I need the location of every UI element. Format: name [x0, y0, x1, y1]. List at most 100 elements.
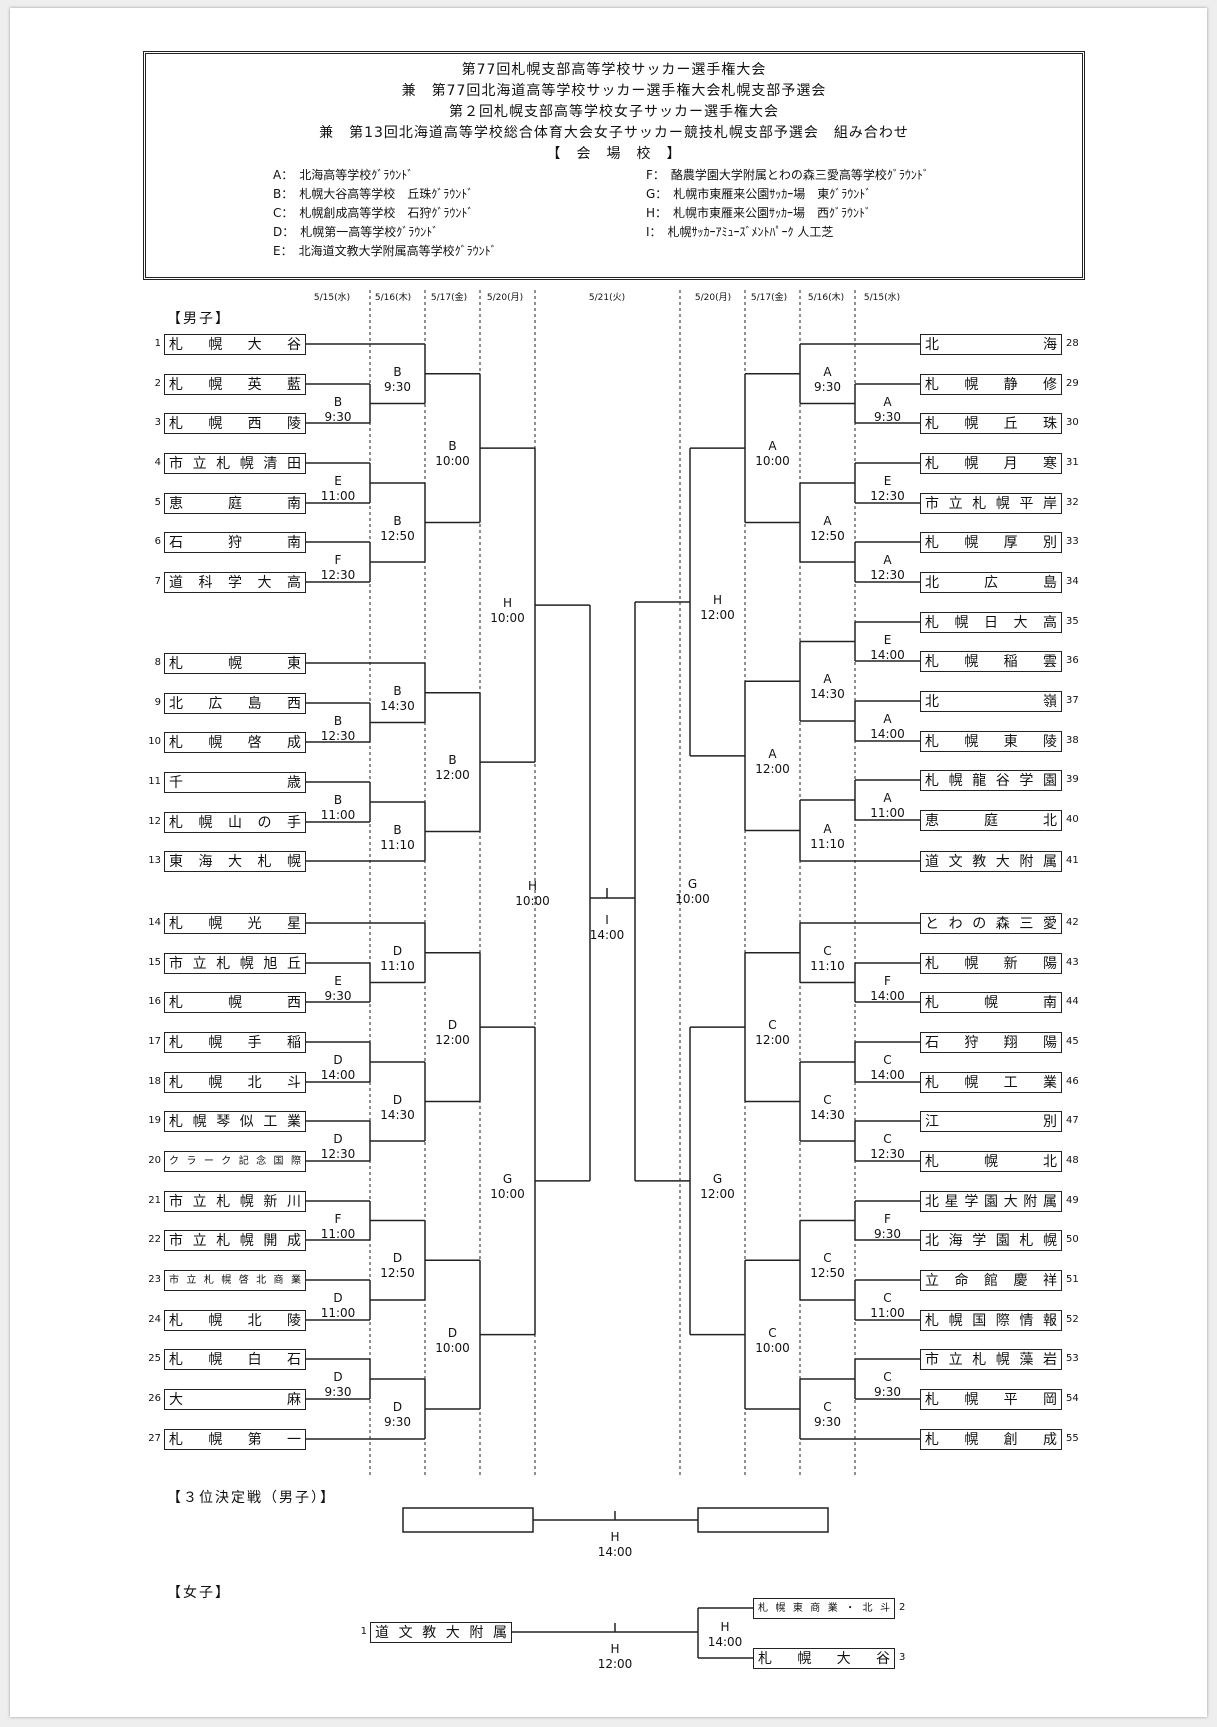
team-name-char: 藍 [286, 376, 301, 393]
team-name-char: 工 [1003, 1074, 1018, 1091]
team-name-char: 幌 [208, 415, 223, 432]
team-name-char: 幌 [208, 1351, 223, 1368]
match-time: 14:00 [597, 1545, 633, 1559]
team-name-char: 白 [247, 1351, 262, 1368]
team-box: 石狩南 [164, 532, 306, 553]
team-box: 札幌静修 [920, 374, 1062, 395]
third-place-slot-right [697, 1507, 829, 1533]
team-box: 札幌琴似工業 [164, 1111, 306, 1132]
team-name-char: 翔 [1003, 1034, 1018, 1051]
team-name-char: 業 [290, 1274, 301, 1286]
match-time: 12:00 [700, 608, 735, 622]
team-name-char: 谷 [286, 336, 301, 353]
team-box: 市立札幌旭丘 [164, 953, 306, 974]
team-name-char: 教 [422, 1624, 437, 1641]
venue-g: G： 札幌市東雁来公園ｻｯｶｰ場 東ｸﾞﾗｳﾝﾄﾞ [646, 187, 872, 201]
team-name-char: 際 [995, 1312, 1010, 1329]
team-name-char: 幌 [984, 1153, 998, 1170]
team-name-char: 狩 [964, 1034, 979, 1051]
team-name-char: 大 [836, 1650, 851, 1667]
team-number: 15 [148, 957, 161, 968]
team-number: 3 [899, 1652, 906, 1663]
team-name-char: 日 [984, 614, 998, 631]
match-time: 9:30 [324, 988, 352, 1003]
team-name-char: 幌 [287, 853, 301, 870]
team-name-char: 学 [228, 574, 242, 591]
match-time: 11:10 [810, 958, 845, 973]
team-name-char: 海 [1043, 336, 1057, 353]
match-venue: H [720, 1620, 730, 1634]
team-name-char: 大 [169, 1391, 183, 1408]
team-name-char: 岩 [1042, 1351, 1057, 1368]
team-name-char: 園 [995, 1232, 1010, 1249]
team-name-char: 立 [948, 1351, 963, 1368]
team-number: 41 [1066, 855, 1079, 866]
team-name-char: 平 [1019, 495, 1034, 512]
team-number: 18 [148, 1076, 161, 1087]
team-box: 札幌東 [164, 653, 306, 674]
team-name-char: 学 [964, 1193, 979, 1210]
team-box: 札幌日大高 [920, 612, 1062, 633]
team-name-char: 千 [169, 774, 183, 791]
team-name-char: 立 [192, 1232, 207, 1249]
team-name-char: 立 [925, 1272, 939, 1289]
team-name-char: 南 [1043, 994, 1057, 1011]
team-name-char: 立 [948, 495, 963, 512]
team-name-char: 幌 [995, 495, 1010, 512]
venue-b: B： 札幌大谷高等学校 丘珠ｸﾞﾗｳﾝﾄﾞ [273, 187, 474, 201]
team-name-char: 市 [169, 1193, 183, 1210]
team-name-char: 嶺 [1043, 693, 1057, 710]
team-name-char: 教 [972, 853, 987, 870]
team-name-char: 国 [972, 1312, 987, 1329]
match-time: 11:10 [380, 837, 415, 852]
match-venue: C [823, 1092, 832, 1107]
team-number: 6 [154, 536, 161, 547]
match-time: 9:30 [384, 379, 411, 394]
team-name-char: 学 [972, 1232, 987, 1249]
team-name-char: 幌 [208, 376, 223, 393]
match-venue: G [712, 1171, 723, 1186]
team-name-char: 北 [1043, 812, 1057, 829]
team-name-char: 星 [286, 915, 301, 932]
match-venue: B [393, 822, 402, 837]
team-name-char: 東 [169, 853, 183, 870]
team-name-char: 園 [983, 1193, 998, 1210]
team-name-char: 陽 [1042, 955, 1057, 972]
match-venue: C [823, 943, 832, 958]
team-name-char: 手 [247, 1034, 262, 1051]
team-name-char: 札 [925, 994, 939, 1011]
team-name-char: 北 [1043, 1153, 1057, 1170]
team-name-char: 幌 [964, 415, 979, 432]
team-name-char: 英 [247, 376, 262, 393]
team-name-char: 札 [216, 955, 231, 972]
team-name-char: 東 [1003, 733, 1018, 750]
team-box: 札幌啓成 [164, 732, 306, 753]
match-time: 12:00 [700, 1186, 735, 1201]
match-time: 10:00 [755, 1340, 790, 1355]
team-name-char: 幌 [964, 455, 979, 472]
team-number: 11 [148, 776, 161, 787]
team-box: 札幌北斗 [164, 1072, 306, 1093]
match-time: 12:00 [755, 761, 790, 776]
team-name-char: 札 [925, 415, 939, 432]
team-box: 札幌白石 [164, 1349, 306, 1370]
team-name-char: 山 [228, 814, 242, 831]
match-venue: D [392, 1092, 403, 1107]
venue-a: A： 北海高等学校ｸﾞﾗｳﾝﾄﾞ [273, 168, 414, 182]
venue-e: E： 北海道文教大学附属高等学校ｸﾞﾗｳﾝﾄﾞ [273, 244, 497, 258]
team-number: 23 [148, 1274, 161, 1285]
team-number: 1 [154, 338, 161, 349]
team-name-char: 幌 [221, 1274, 232, 1286]
match-time: 12:30 [870, 568, 905, 582]
match-time: 10:00 [515, 894, 550, 908]
team-name-char: 札 [169, 1431, 183, 1448]
match-venue: E [883, 632, 892, 647]
team-number: 55 [1066, 1433, 1079, 1444]
team-name-char: 琴 [216, 1113, 231, 1130]
